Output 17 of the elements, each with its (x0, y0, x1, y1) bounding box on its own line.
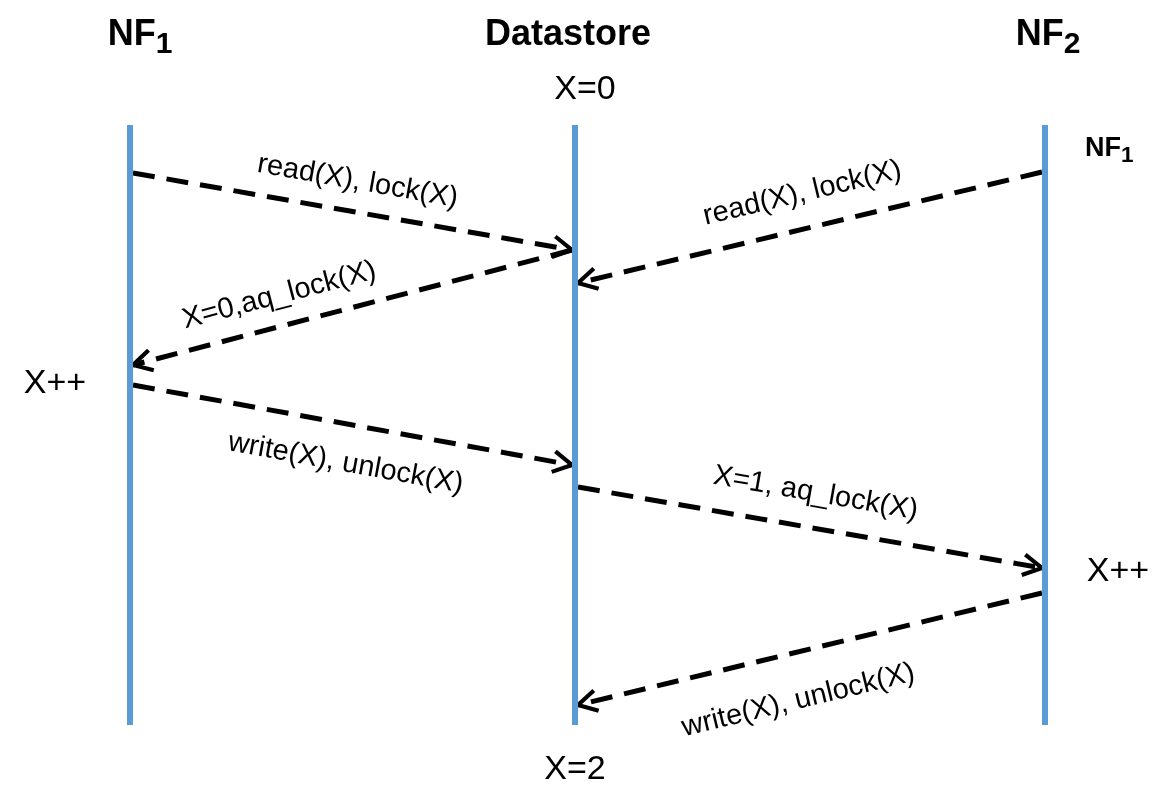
value-label: X=0 (554, 68, 616, 107)
lifeline-heading: Datastore (484, 12, 652, 54)
value-label: X++ (23, 362, 87, 401)
dashed-arrow (132, 382, 575, 474)
value-label: X++ (1086, 550, 1150, 589)
lifeline-heading: NF$_{2}$ (1015, 12, 1081, 61)
lifeline-bar (572, 125, 578, 725)
value-label: X=2 (544, 748, 606, 787)
lifeline-bar (1042, 125, 1048, 725)
dashed-arrow (575, 590, 1043, 713)
lifeline-heading: NF$_{1}$ (107, 12, 173, 61)
dashed-arrow (577, 484, 1045, 578)
side-label: NF$_{1}$ (1085, 132, 1134, 169)
dashed-arrow (132, 170, 575, 260)
dashed-arrow (130, 247, 573, 373)
lifeline-bar (127, 125, 133, 725)
dashed-arrow (575, 169, 1043, 291)
